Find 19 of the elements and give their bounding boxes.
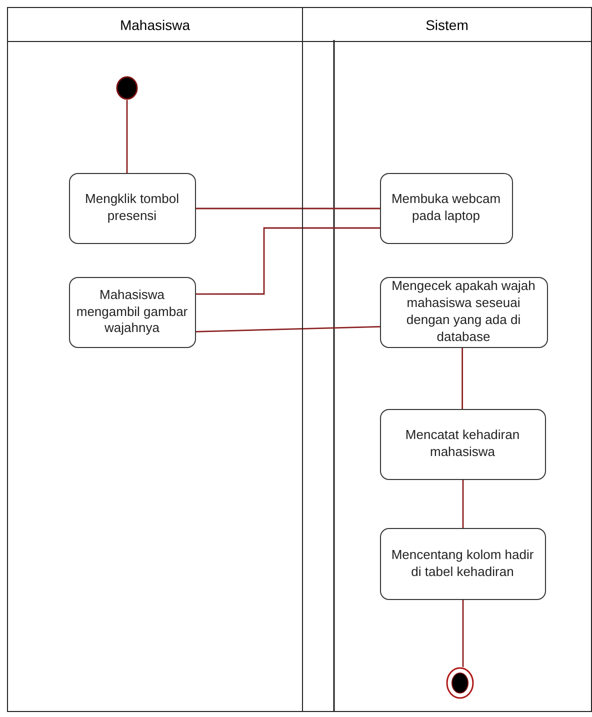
lane-title: Sistem [303, 8, 591, 42]
action-box: Mengklik tombol presensi [68, 172, 196, 244]
connector-line [196, 208, 380, 210]
connector-line [126, 100, 128, 173]
connector-line [196, 326, 380, 332]
action-box: Mahasiswa mengambil gambar wajahnya [68, 276, 196, 348]
action-box: Mengecek apakah wajah mahasiswa seseuai dengan yang ada di database [380, 276, 548, 348]
connector-line [462, 348, 464, 409]
connector-line [196, 227, 380, 295]
connector-line [462, 480, 464, 528]
final-node [444, 666, 476, 698]
action-box: Mencentang kolom hadir di tabel kehadiran [380, 528, 546, 600]
initial-node [114, 76, 138, 100]
action-box: Mencatat kehadiran mahasiswa [380, 408, 546, 480]
action-box: Membuka webcam pada laptop [380, 172, 512, 244]
swimlane [7, 7, 303, 712]
connector-line [462, 600, 464, 667]
lane-title: Mahasiswa [8, 8, 302, 42]
swimlane [302, 7, 592, 712]
